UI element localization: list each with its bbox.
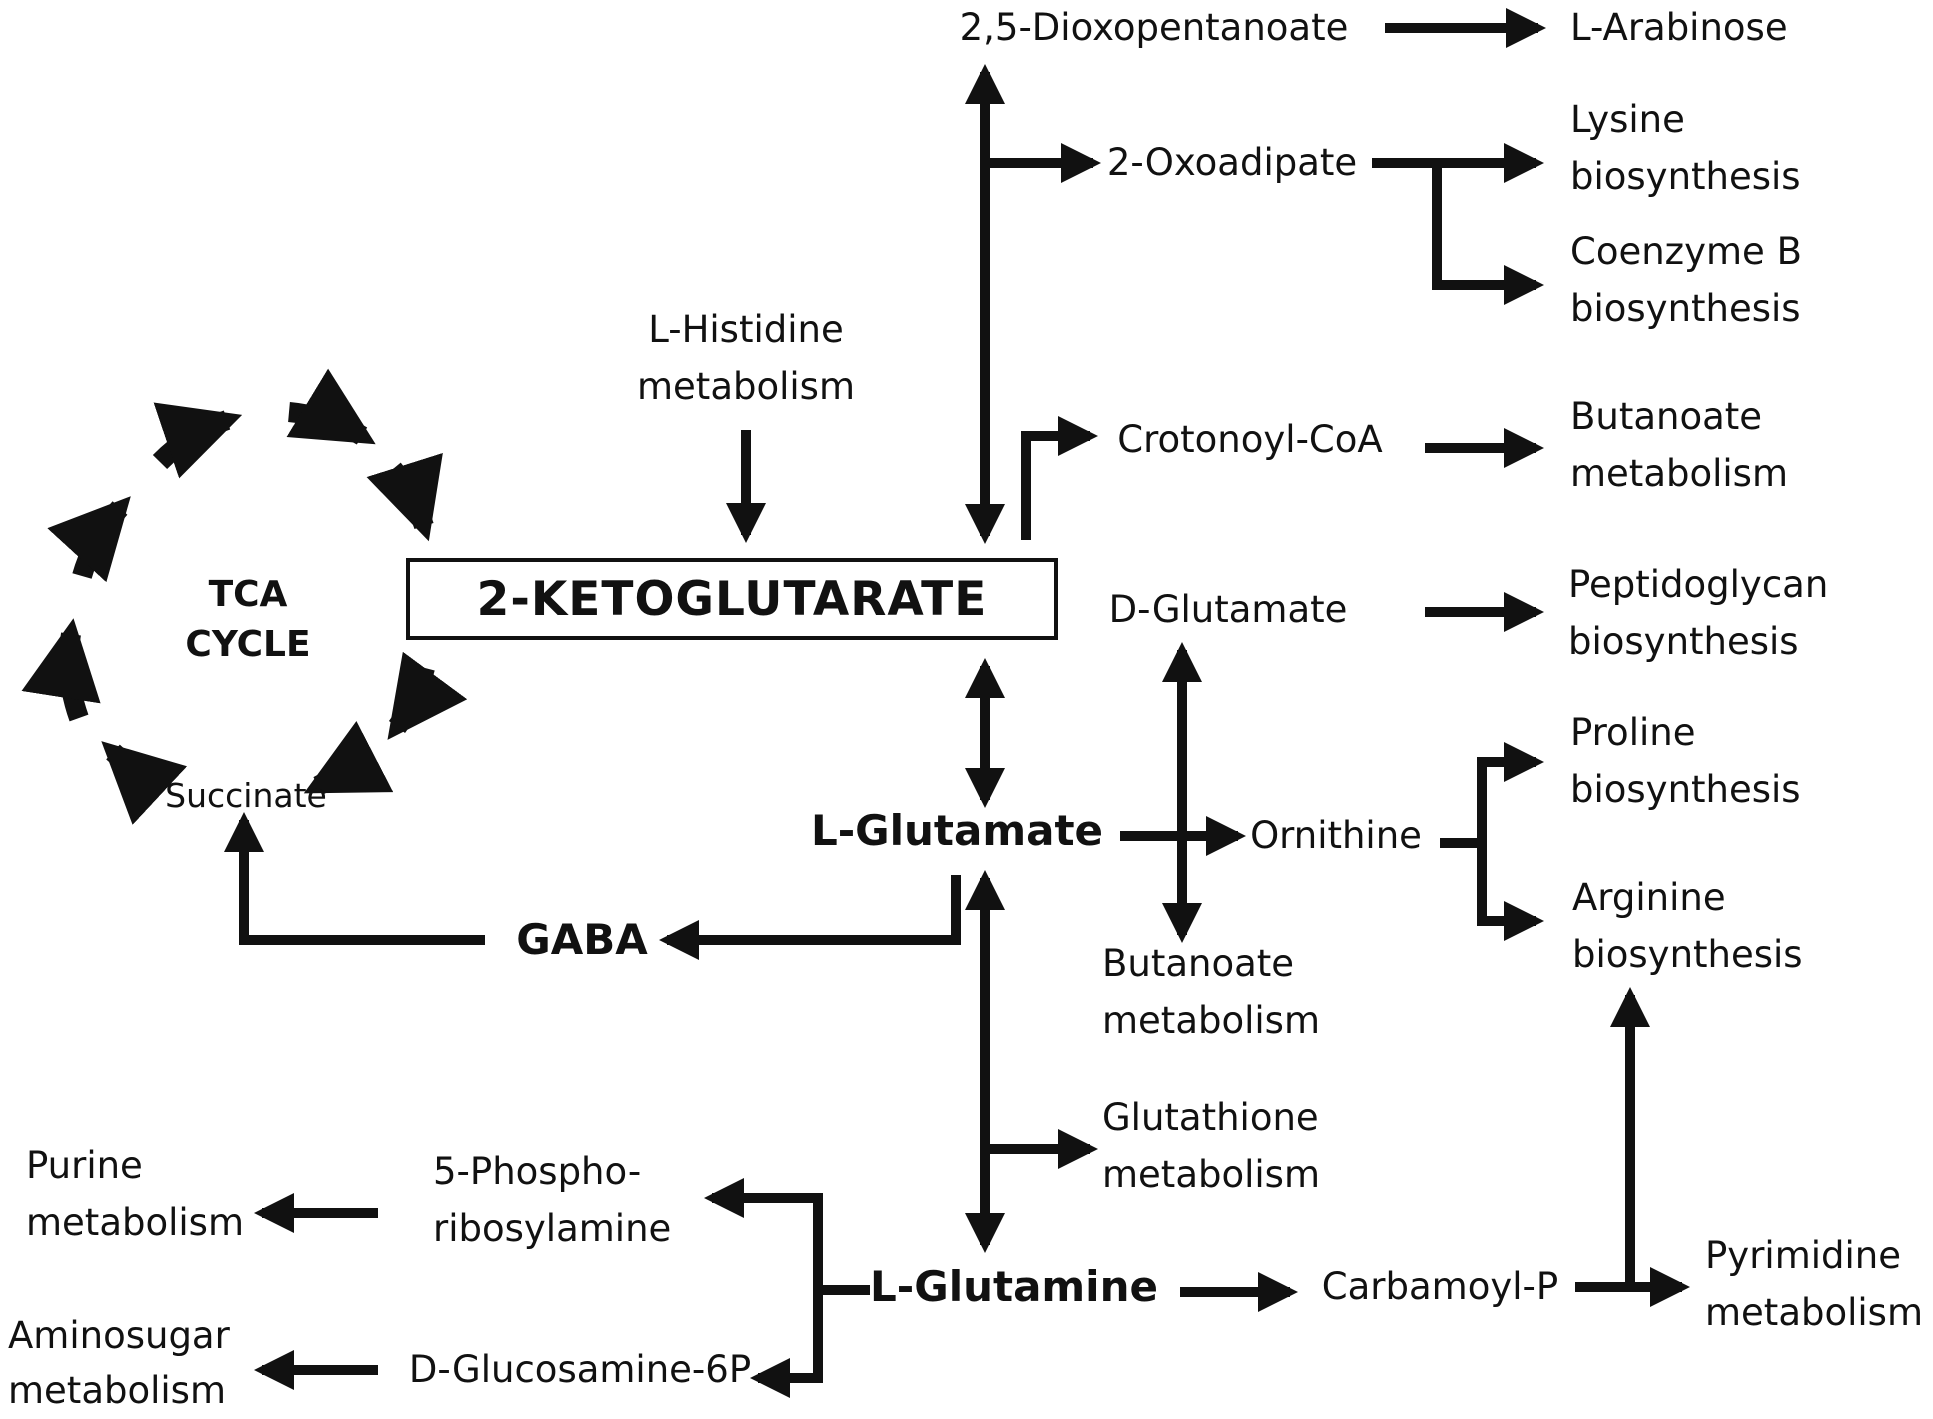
- node-proline-line1: Proline: [1570, 711, 1696, 754]
- tca-line-2: CYCLE: [185, 624, 311, 665]
- node-coenzyme-line2: biosynthesis: [1570, 287, 1801, 330]
- node-glutathione-line2: metabolism: [1102, 1153, 1320, 1196]
- tca-arrow-6: [387, 651, 468, 740]
- ketoglutarate-label: 2-KETOGLUTARATE: [476, 571, 988, 627]
- node-butanoate-mid-line1: Butanoate: [1102, 942, 1295, 985]
- node-arabinose: L-Arabinose: [1570, 6, 1788, 49]
- node-histidine-line2: metabolism: [637, 365, 855, 408]
- node-lglutamate: L-Glutamate: [810, 806, 1104, 855]
- node-dioxopentanoate: 2,5-Dioxopentanoate: [959, 6, 1349, 49]
- node-gaba: GABA: [516, 915, 648, 964]
- node-proline-line2: biosynthesis: [1570, 768, 1801, 811]
- node-crotonoyl: Crotonoyl-CoA: [1117, 418, 1383, 461]
- node-purine-line1: Purine: [26, 1144, 143, 1187]
- node-glutathione-line1: Glutathione: [1102, 1096, 1319, 1139]
- tca-arrow-1: [21, 618, 101, 722]
- node-peptidoglycan-line1: Peptidoglycan: [1568, 563, 1829, 606]
- node-pyrimidine-line1: Pyrimidine: [1705, 1234, 1902, 1277]
- node-arginine-line1: Arginine: [1572, 876, 1726, 919]
- node-coenzyme-line1: Coenzyme B: [1570, 230, 1802, 273]
- node-butanoate-top-line2: metabolism: [1570, 452, 1788, 495]
- node-lysine-line2: biosynthesis: [1570, 155, 1801, 198]
- node-arginine-line2: biosynthesis: [1572, 933, 1803, 976]
- tca-arrow-5: [366, 452, 443, 542]
- node-dglutamate: D-Glutamate: [1108, 588, 1348, 631]
- node-purine-line2: metabolism: [26, 1201, 244, 1244]
- arrow-gaba-succinate: [224, 812, 485, 945]
- node-butanoate-mid-line2: metabolism: [1102, 999, 1320, 1042]
- node-histidine-line1: L-Histidine: [648, 308, 844, 351]
- node-peptidoglycan-line2: biosynthesis: [1568, 620, 1799, 663]
- node-oxoadipate: 2-Oxoadipate: [1106, 141, 1358, 184]
- tca-cycle-label: TCA CYCLE: [185, 570, 310, 670]
- node-ornithine: Ornithine: [1250, 814, 1422, 857]
- node-lglutamine: L-Glutamine: [870, 1262, 1158, 1311]
- node-phospho-line2: ribosylamine: [433, 1207, 672, 1250]
- tca-arrow-4: [286, 368, 376, 445]
- node-aminosugar-line2: metabolism: [8, 1369, 226, 1412]
- tca-line-1: TCA: [208, 574, 288, 615]
- node-lysine-line1: Lysine: [1570, 98, 1685, 141]
- node-succinate: Succinate: [165, 776, 327, 815]
- tca-arrow-2: [47, 496, 131, 583]
- tca-arrow-3: [152, 402, 243, 479]
- tca-arrow-7: [303, 721, 394, 795]
- arrow-lglutamine-glucosamine: [750, 1290, 823, 1398]
- arrow-ornithine-proline: [1477, 742, 1544, 843]
- node-phospho-line1: 5-Phospho-: [433, 1150, 642, 1193]
- node-pyrimidine-line2: metabolism: [1705, 1291, 1923, 1334]
- node-carbamoyl: Carbamoyl-P: [1321, 1265, 1559, 1308]
- arrow-ornithine-arginine: [1477, 843, 1544, 941]
- arrow-lglutamine-phospho: [704, 1178, 823, 1290]
- arrow-keto-crotonoyl: [1021, 416, 1098, 540]
- arrow-oxoadipate-coenzyme: [1432, 163, 1544, 305]
- arrow-lglutamate-gaba: [659, 875, 961, 960]
- node-butanoate-top-line1: Butanoate: [1570, 395, 1763, 438]
- node-glucosamine: D-Glucosamine-6P: [408, 1348, 752, 1391]
- node-aminosugar-line1: Aminosugar: [8, 1314, 230, 1357]
- tca-cycle-ring: [21, 368, 468, 825]
- ketoglutarate-box: 2-KETOGLUTARATE: [406, 558, 1058, 640]
- tca-arrow-8: [101, 741, 188, 825]
